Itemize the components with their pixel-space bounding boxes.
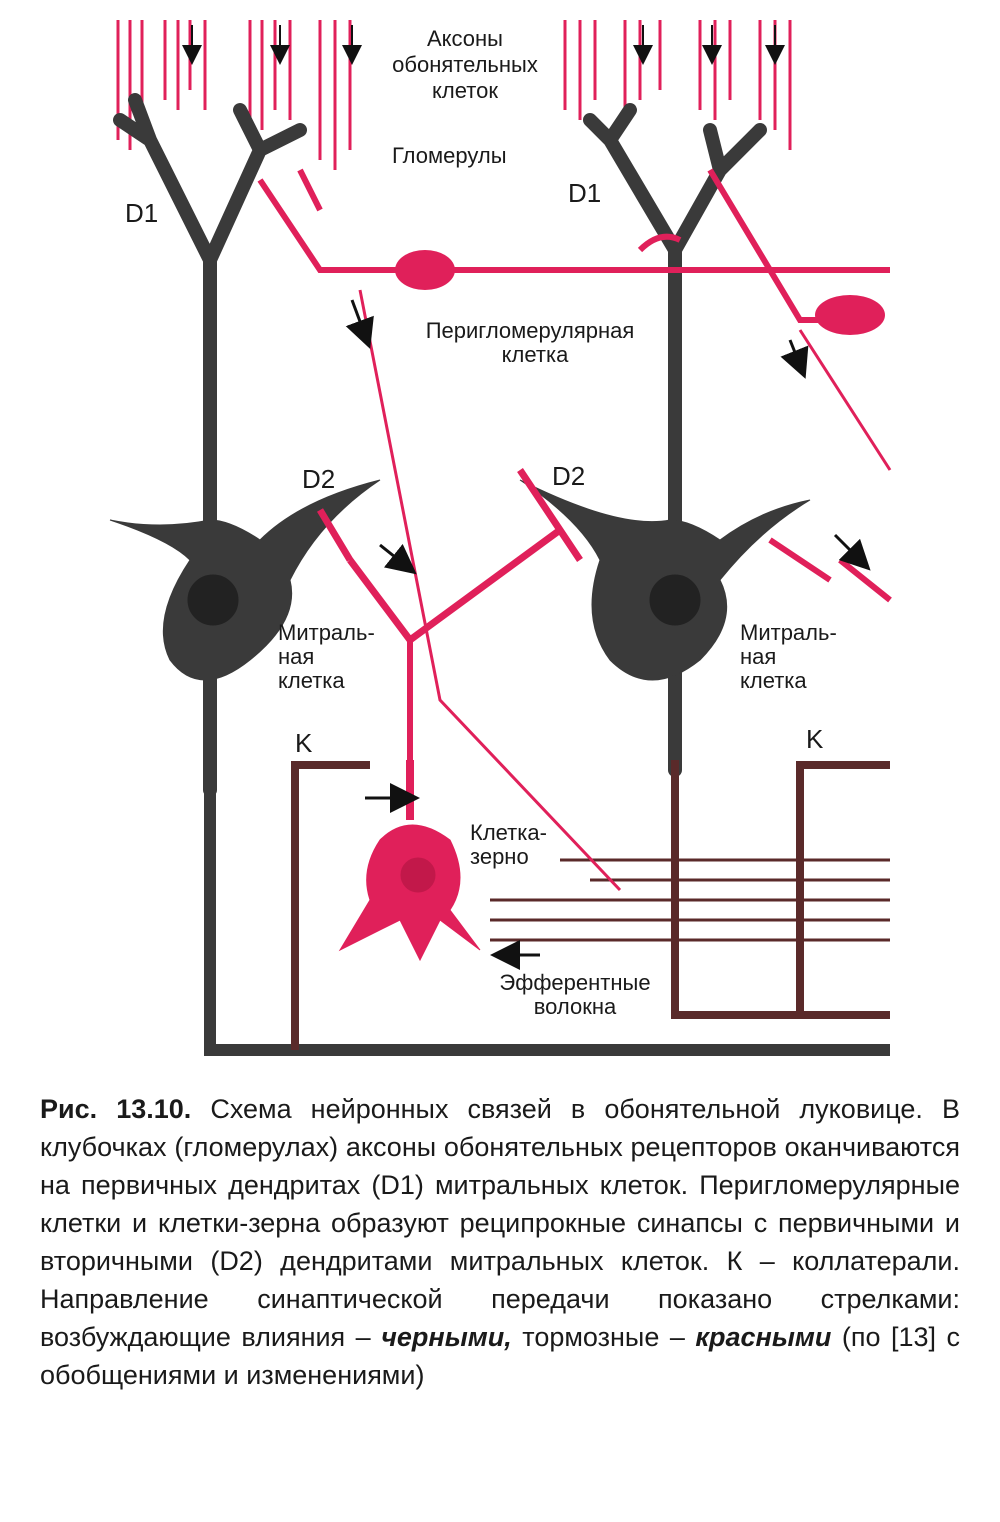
d2-left-label: D2	[302, 464, 335, 494]
k-left-label: K	[295, 728, 313, 758]
periglomerular-cell-body	[395, 250, 455, 290]
granule-label-1: Клетка-	[470, 820, 547, 845]
mitral-right-label-1: Митраль-	[740, 620, 837, 645]
periglomerular-network	[257, 168, 892, 892]
periglomerular-label-1: Перигломерулярная	[426, 318, 635, 343]
glomeruli-label: Гломерулы	[392, 143, 507, 168]
collaterals	[291, 760, 890, 1050]
mitral-left-label-1: Митраль-	[278, 620, 375, 645]
d2-right-label: D2	[552, 461, 585, 491]
caption-text-2: тормозные –	[511, 1322, 696, 1352]
receptor-axons-right	[563, 20, 792, 150]
mitral-left-label-3: клетка	[278, 668, 345, 693]
caption-fig-number: Рис. 13.10.	[40, 1094, 192, 1124]
mitral-cell-right	[519, 103, 811, 777]
axons-label-2: обонятельных	[392, 52, 538, 77]
caption-black: черными,	[381, 1322, 512, 1352]
olfactory-bulb-diagram: Аксоны обонятельных клеток Гломерулы D1 …	[109, 20, 892, 1056]
axons-label-3: клеток	[432, 78, 498, 103]
efferent-fibers	[490, 858, 890, 942]
axon-arrow-icons	[182, 25, 785, 65]
efferent-label-2: волокна	[534, 994, 617, 1019]
granule-cell	[316, 468, 892, 962]
signal-arrow-icons	[345, 299, 871, 970]
k-right-label: K	[806, 724, 824, 754]
mitral-left-label-2: ная	[278, 644, 314, 669]
periglomerular-label-2: клетка	[502, 342, 569, 367]
granule-label-2: зерно	[470, 844, 529, 869]
caption-red: красными	[695, 1322, 832, 1352]
figure-caption: Рис. 13.10. Схема нейронных связей в обо…	[40, 1090, 960, 1394]
caption-text-1: Схема нейронных связей в обонятельной лу…	[40, 1094, 960, 1352]
caption-text-3: (по [13] с обобщениями и изменениями)	[40, 1322, 960, 1390]
d1-right-label: D1	[568, 178, 601, 208]
d1-left-label: D1	[125, 198, 158, 228]
axons-label-1: Аксоны	[427, 26, 503, 51]
mitral-right-label-2: ная	[740, 644, 776, 669]
efferent-label-1: Эфферентные	[499, 970, 650, 995]
mitral-right-label-3: клетка	[740, 668, 807, 693]
periglomerular-cell-body-right	[815, 295, 885, 335]
mitral-cell-left	[109, 93, 890, 1056]
